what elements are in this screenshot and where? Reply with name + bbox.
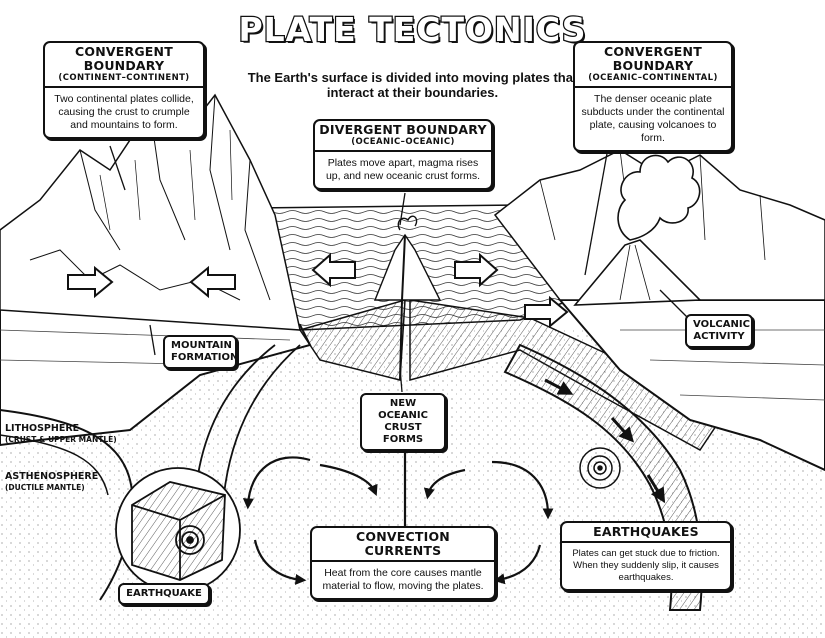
- label-volcanic-activity: VOLCANIC ACTIVITY: [685, 314, 753, 348]
- plate-motion-arrows: [67, 252, 569, 329]
- label-new-oceanic-crust: NEW OCEANIC CRUST FORMS: [360, 393, 446, 451]
- callout-divergent: DIVERGENT BOUNDARY (OCEANIC–OCEANIC) Pla…: [313, 119, 493, 190]
- callout-body: The denser oceanic plate subducts under …: [581, 93, 725, 144]
- leader-lines: [109, 136, 701, 393]
- callout-body: Heat from the core causes mantle materia…: [322, 567, 484, 592]
- ash-plume: [617, 154, 701, 241]
- callout-convection: CONVECTION CURRENTS Heat from the core c…: [310, 526, 496, 600]
- earthquake-block: [115, 467, 241, 593]
- convection-currents: [242, 440, 554, 585]
- callout-heading: EARTHQUAKES: [593, 524, 699, 539]
- label-earthquake: EARTHQUAKE: [118, 583, 210, 605]
- callout-subheading: (OCEANIC–OCEANIC): [351, 137, 455, 147]
- lithosphere-title: LITHOSPHERE: [5, 423, 80, 434]
- mid-ocean-ridge: [373, 215, 442, 381]
- callout-body: Two continental plates collide, causing …: [54, 93, 194, 131]
- lithosphere-subtitle: (CRUST & UPPER MANTLE): [5, 435, 117, 444]
- left-lithosphere: [0, 409, 134, 601]
- label-lithosphere: LITHOSPHERE (CRUST & UPPER MANTLE): [5, 423, 117, 445]
- coastal-mountains: [493, 149, 825, 301]
- callout-heading: CONVECTION CURRENTS: [356, 529, 450, 558]
- label-mountain-formation: MOUNTAIN FORMATION: [163, 335, 238, 369]
- callout-subheading: (OCEANIC–CONTINENTAL): [588, 73, 718, 83]
- volcano: [573, 154, 702, 306]
- callout-heading: CONVERGENT BOUNDARY: [75, 44, 173, 73]
- callout-subheading: (CONTINENT–CONTINENT): [58, 73, 190, 83]
- callout-earthquakes: EARTHQUAKES Plates can get stuck due to …: [560, 521, 732, 591]
- right-continental-plate: [557, 299, 825, 472]
- earthquake-focus: [579, 447, 621, 489]
- page-title: PLATE TECTONICS: [237, 9, 587, 51]
- asthenosphere-subtitle: (DUCTILE MANTLE): [5, 483, 85, 492]
- callout-convergent-continental: CONVERGENT BOUNDARY (CONTINENT–CONTINENT…: [43, 41, 205, 139]
- callout-heading: CONVERGENT BOUNDARY: [604, 44, 702, 73]
- callout-heading: DIVERGENT BOUNDARY: [319, 122, 487, 137]
- asthenosphere-title: ASTHENOSPHERE: [5, 471, 99, 482]
- page-subtitle: The Earth's surface is divided into movi…: [247, 70, 578, 100]
- callout-convergent-oceanic: CONVERGENT BOUNDARY (OCEANIC–CONTINENTAL…: [573, 41, 733, 152]
- callout-body: Plates move apart, magma rises up, and n…: [325, 157, 481, 182]
- label-asthenosphere: ASTHENOSPHERE (DUCTILE MANTLE): [5, 471, 98, 493]
- callout-body: Plates can get stuck due to friction. Wh…: [572, 548, 720, 583]
- subduction-arrows: [544, 378, 666, 504]
